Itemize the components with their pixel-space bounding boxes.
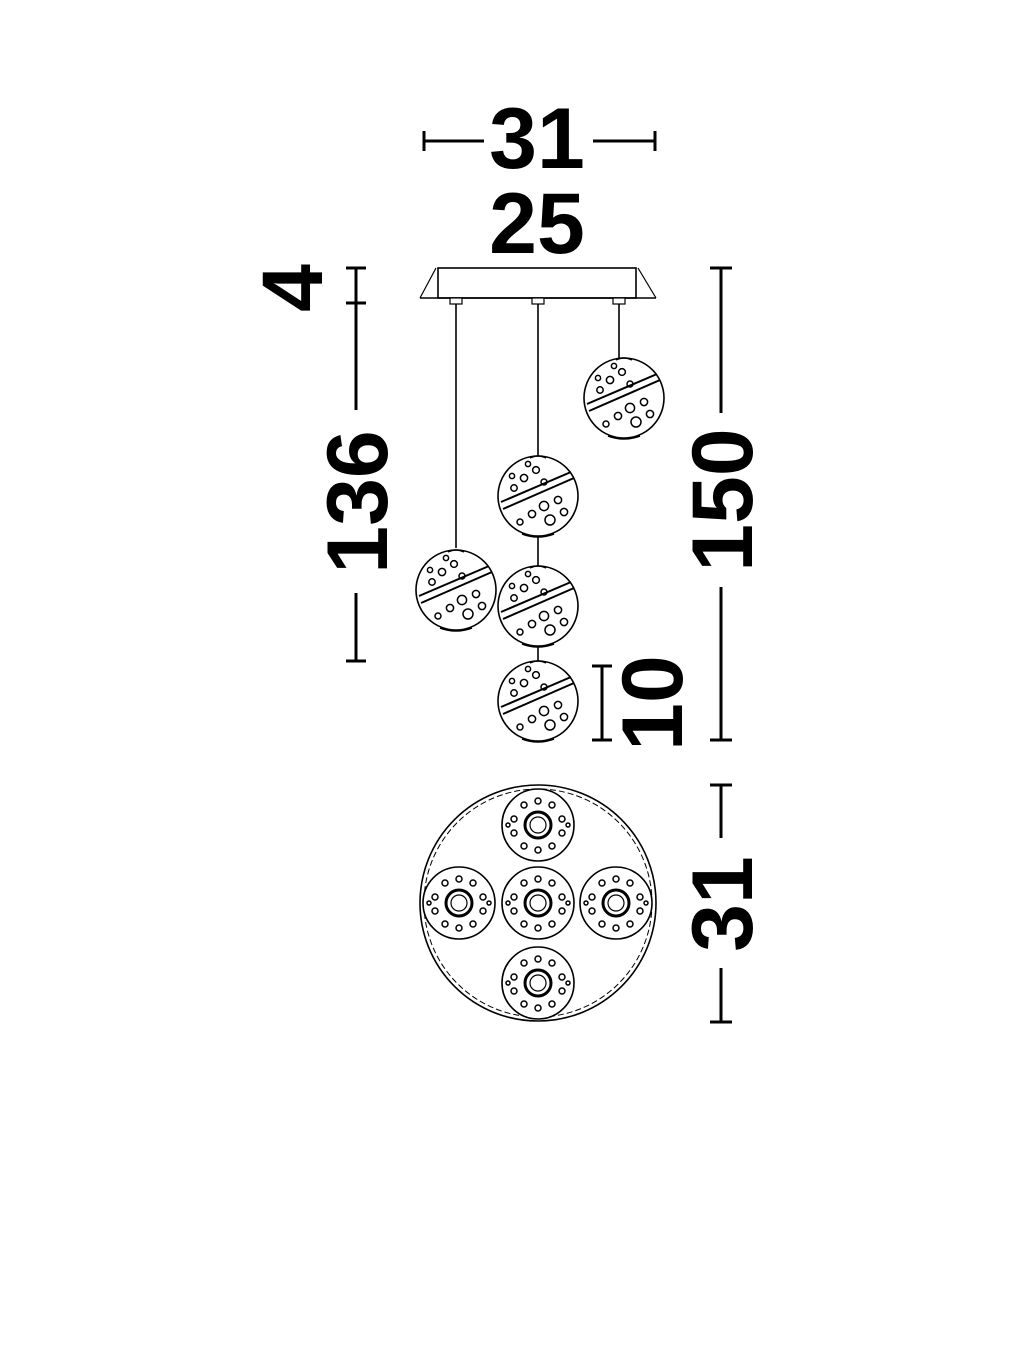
- plan-diameter-label: 31: [675, 856, 771, 952]
- globe-icon: [583, 357, 665, 440]
- canopy-inner-width-label: 25: [489, 176, 585, 272]
- canopy-height-label: 4: [245, 264, 341, 312]
- plan-globe-icon: [421, 865, 497, 941]
- total-height-label: 150: [675, 428, 771, 572]
- dimension-globe-diameter: 10: [592, 655, 701, 751]
- globe-icon: [497, 660, 579, 743]
- globe-icon: [415, 549, 497, 632]
- dimension-height-left: 4 136: [245, 264, 406, 663]
- dimension-canopy-outer: 31: [422, 91, 657, 187]
- globe-icon: [497, 455, 579, 538]
- suspension-cables: [455, 304, 620, 662]
- globe-icon: [497, 565, 579, 648]
- globe-diameter-label: 10: [605, 655, 701, 751]
- plan-globe-icon: [500, 945, 576, 1021]
- plan-globe-icon: [500, 865, 576, 941]
- plan-globe-icon: [578, 865, 654, 941]
- plan-globe-icon: [500, 787, 576, 863]
- dimension-plan-diameter: 31: [675, 783, 771, 1024]
- canopy-outer-width-label: 31: [489, 91, 585, 187]
- ceiling-canopy: [419, 267, 657, 305]
- plan-view: [419, 784, 657, 1022]
- dimension-total-height: 150: [675, 266, 771, 742]
- cable-length-label: 136: [310, 430, 406, 574]
